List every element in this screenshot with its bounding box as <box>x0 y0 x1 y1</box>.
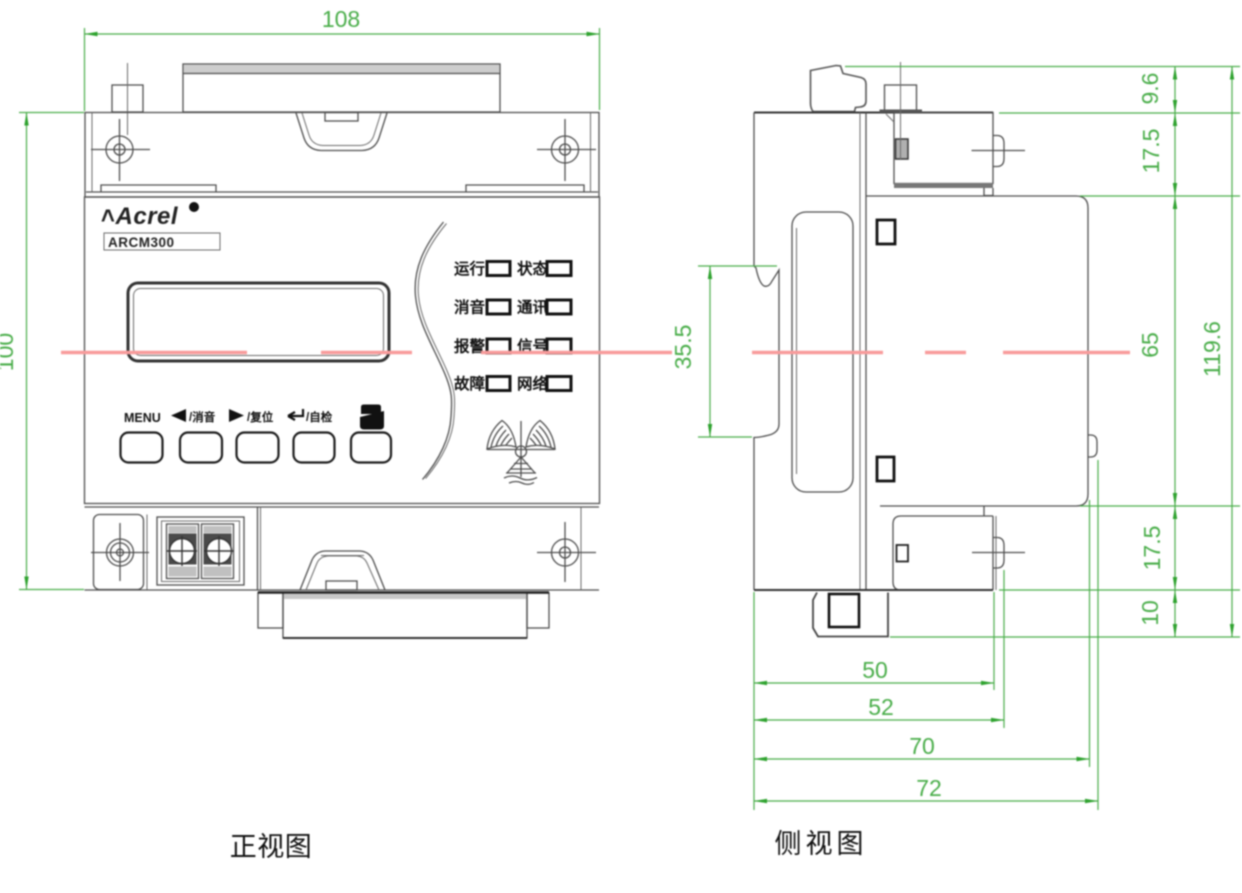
svg-text:/消音: /消音 <box>189 410 216 424</box>
svg-text:50: 50 <box>862 657 888 683</box>
svg-text:70: 70 <box>909 733 935 759</box>
svg-text:故障: 故障 <box>454 374 486 393</box>
svg-text:/复位: /复位 <box>247 410 274 424</box>
svg-text:9.6: 9.6 <box>1137 73 1163 105</box>
svg-text:˄Acrel: ˄Acrel <box>101 203 179 230</box>
svg-text:35.5: 35.5 <box>670 325 696 370</box>
svg-text:119.6: 119.6 <box>1199 321 1225 377</box>
svg-text:运行: 运行 <box>454 259 486 278</box>
svg-text:信号: 信号 <box>517 337 548 356</box>
svg-text:网络: 网络 <box>517 374 549 393</box>
svg-text:ARCM300: ARCM300 <box>108 235 175 250</box>
svg-text:状态: 状态 <box>517 259 549 278</box>
svg-text:72: 72 <box>916 775 942 801</box>
svg-text:52: 52 <box>868 694 894 720</box>
svg-text:正视图: 正视图 <box>230 832 313 862</box>
svg-text:100: 100 <box>0 333 18 371</box>
svg-text:108: 108 <box>322 6 360 32</box>
svg-text:报警: 报警 <box>454 337 486 356</box>
svg-text:侧视图: 侧视图 <box>775 829 868 859</box>
svg-text:MENU: MENU <box>124 411 161 425</box>
svg-text:17.5: 17.5 <box>1138 129 1164 174</box>
svg-text:消音: 消音 <box>454 298 485 317</box>
svg-text:10: 10 <box>1137 600 1163 626</box>
svg-text:通讯: 通讯 <box>517 299 549 317</box>
svg-text:65: 65 <box>1137 332 1163 358</box>
svg-text:/自检: /自检 <box>306 410 333 424</box>
svg-text:17.5: 17.5 <box>1139 526 1165 571</box>
